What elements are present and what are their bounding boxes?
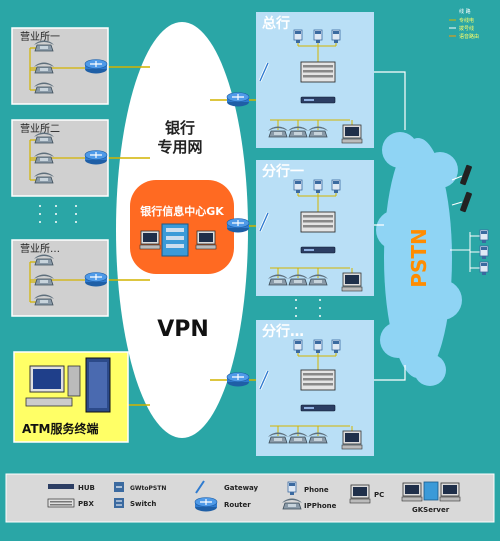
corner-legend-title: 线 路: [459, 8, 471, 15]
atm-panel: ATM服务终端: [13, 351, 129, 443]
legend-label-router: Router: [224, 501, 251, 509]
mobile-phones: [460, 164, 472, 213]
vpn-big-label: VPN: [157, 317, 209, 342]
legend-label-pc: PC: [374, 491, 384, 499]
branch-dots: [295, 299, 321, 317]
corner-legend-line-2: 拨号线: [459, 25, 474, 32]
gk-server-icon: [401, 481, 461, 502]
pstn-label: PSTN: [407, 228, 431, 287]
legend-label-pbx: PBX: [78, 500, 94, 508]
branch-label: 分行…: [262, 323, 304, 340]
legend-label-gwtopstn: GWtoPSTN: [130, 485, 166, 492]
legend-label-ipphone: IPPhone: [304, 502, 337, 510]
branch-label: 分行一: [262, 163, 304, 180]
legend-label-gateway: Gateway: [224, 484, 259, 492]
branch-panel-2: 分行一: [226, 160, 374, 296]
pstn-desk-phones: [469, 229, 489, 276]
corner-legend: 线 路 专线电 拨号线 语音路由: [448, 4, 494, 48]
gateway-icon: [195, 480, 205, 494]
corner-legend-line-1: 专线电: [459, 17, 474, 24]
branch-label: 总行: [262, 15, 290, 32]
legend-label-switch: Switch: [130, 500, 156, 508]
office-label: 营业所二: [20, 122, 60, 135]
legend-label-gkserver: GKServer: [412, 506, 450, 514]
pc-icon: [349, 484, 371, 504]
office-panel-2: 营业所二: [11, 119, 109, 197]
office-panel-3: 营业所…: [11, 239, 109, 317]
pbx-icon: [47, 498, 75, 508]
router-icon: [194, 496, 218, 513]
atm-label: ATM服务终端: [22, 421, 98, 436]
corner-legend-line-3: 语音路由: [459, 33, 479, 40]
branch-panel-3: 分行…: [226, 320, 374, 456]
legend-bar: HUB PBX GWtoPSTN Switch Gateway Router P…: [5, 473, 495, 523]
gw-to-pstn-icon: [114, 482, 124, 492]
office-label: 营业所…: [20, 242, 60, 255]
branch-panel-1: 总行: [226, 12, 374, 148]
office-label: 营业所一: [20, 30, 60, 43]
pstn-cloud: [376, 132, 462, 386]
info-center-label: 银行信息中心GK: [140, 204, 224, 218]
hub-icon: [48, 484, 74, 489]
legend-label-hub: HUB: [78, 484, 95, 492]
vpn-network-label-line2: 专用网: [157, 138, 202, 156]
legend-label-phone: Phone: [304, 486, 329, 494]
info-center-gk: 银行信息中心GK: [130, 180, 234, 274]
switch-icon: [114, 498, 124, 508]
vpn-network-label-line1: 银行: [165, 119, 195, 137]
office-dots: [39, 205, 77, 223]
office-panel-1: 营业所一: [11, 27, 109, 105]
